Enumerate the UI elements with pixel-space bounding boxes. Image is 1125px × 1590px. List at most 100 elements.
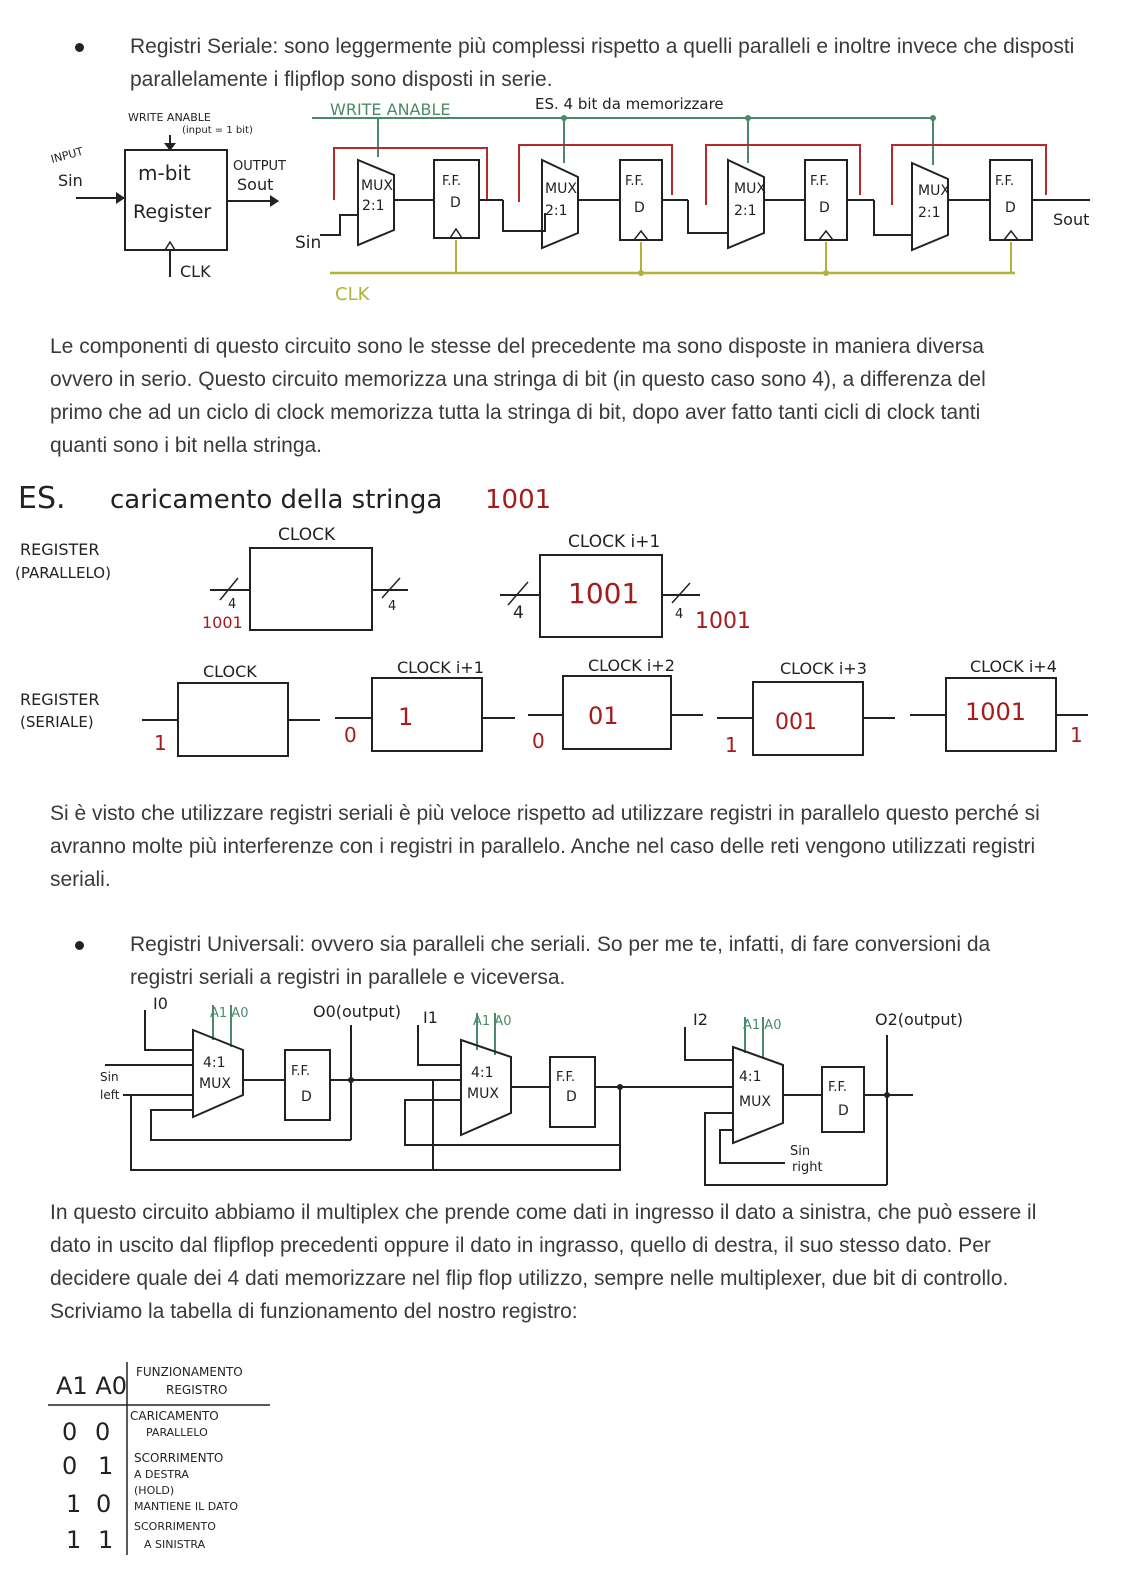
parallel-bus-width-1: 4: [228, 597, 236, 612]
example-heading-text: caricamento della stringa: [110, 485, 442, 515]
serial-step-3-content: 01: [588, 702, 619, 730]
uff-0-type: D: [301, 1089, 312, 1105]
output-label: OUTPUT: [233, 159, 286, 174]
table-row: 1 1 SCORRIMENTO A SINISTRA: [66, 1520, 216, 1554]
block-subtitle: Register: [133, 201, 211, 223]
serial-step-2-input: 0: [344, 723, 357, 747]
row-3-a0: 1: [98, 1526, 113, 1554]
chain-note: ES. 4 bit da memorizzare: [535, 95, 724, 113]
mux-1-label: MUX: [361, 178, 393, 194]
parallel-register-before: [249, 547, 373, 631]
serial-step-4-clock: CLOCK i+3: [780, 659, 867, 678]
mux-4-label: MUX: [918, 183, 950, 199]
serial-paragraph: Le componenti di questo circuito sono le…: [50, 335, 986, 457]
input-2-label: I2: [693, 1010, 708, 1029]
write-enable-note: (input = 1 bit): [182, 125, 253, 136]
mux-4-ratio: 2:1: [918, 205, 941, 221]
sin-left-1: Sin: [100, 1070, 119, 1084]
control-1-label: A1 A0: [473, 1014, 511, 1029]
serial-step-5: CLOCK i+4 1001 1: [910, 657, 1088, 752]
universal-paragraph: In questo circuito abbiamo il multiplex …: [50, 1201, 1037, 1323]
chain-sout: Sout: [1053, 210, 1089, 229]
table-header-function-1: FUNZIONAMENTO: [136, 1365, 243, 1379]
uff-2-label: F.F.: [828, 1080, 847, 1095]
serial-label-1: REGISTER: [20, 690, 100, 709]
parallel-clock-1: CLOCK: [278, 525, 336, 545]
universal-register-diagram: I0 A1 A0 4:1 MUX Sin left F.F. D O0(outp…: [100, 994, 963, 1186]
ff-4-label: F.F.: [995, 174, 1014, 189]
clk-label: CLK: [180, 262, 211, 281]
parallel-label-1: REGISTER: [20, 540, 100, 559]
parallel-input-value: 1001: [202, 613, 243, 632]
serial-step-3: CLOCK i+2 01 0: [528, 656, 703, 753]
example-heading-value: 1001: [485, 485, 551, 515]
ff-4-type: D: [1005, 200, 1016, 216]
serial-step-3-input: 0: [532, 729, 545, 753]
uff-1-type: D: [566, 1089, 577, 1105]
block-title: m-bit: [138, 161, 191, 185]
parallel-clock-2: CLOCK i+1: [568, 532, 660, 552]
mux-2-ratio: 2:1: [545, 203, 568, 219]
ff-1-type: D: [450, 195, 461, 211]
row-0-a1: 0: [62, 1418, 77, 1446]
chain-write-label: WRITE ANABLE: [330, 100, 450, 119]
parallel-output-value: 1001: [695, 609, 751, 634]
row-3-function-1: SCORRIMENTO: [134, 1520, 216, 1533]
parallel-stored-value: 1001: [568, 577, 639, 610]
parallel-label-2: (PARALLELO): [15, 564, 111, 582]
row-2-a0: 0: [96, 1490, 111, 1518]
row-1-function-1: SCORRIMENTO: [134, 1451, 223, 1465]
row-3-a1: 1: [66, 1526, 81, 1554]
bullet-serial: [75, 43, 84, 52]
row-0-function-2: PARALLELO: [146, 1426, 208, 1439]
sin-right-1: Sin: [790, 1144, 810, 1159]
table-row: 1 0 MANTIENE IL DATO: [66, 1490, 238, 1518]
sin-left-2: left: [100, 1088, 120, 1102]
input-signal: Sin: [58, 171, 83, 190]
output-signal: Sout: [237, 175, 273, 194]
serial-step-5-output: 1: [1070, 723, 1083, 747]
ff-3-label: F.F.: [810, 174, 829, 189]
example-heading: ES.: [18, 481, 66, 516]
mux-1-ratio: 2:1: [362, 198, 385, 214]
loading-example-diagram: ES. caricamento della stringa 1001 REGIS…: [15, 481, 1088, 757]
serial-bullet-text: Registri Seriale: sono leggermente più c…: [130, 35, 1075, 91]
ff-2-label: F.F.: [625, 174, 644, 189]
mux-2-ratio-u: 4:1: [739, 1069, 762, 1085]
chain-clk: CLK: [335, 284, 371, 305]
row-3-function-2: A SINISTRA: [144, 1538, 206, 1551]
sin-right-2: right: [792, 1160, 823, 1175]
mux-0-ratio: 4:1: [203, 1055, 226, 1071]
ff-3-type: D: [819, 200, 830, 216]
output-0-label: O0(output): [313, 1002, 401, 1021]
table-header-function-2: REGISTRO: [166, 1383, 228, 1397]
serial-step-4-input: 1: [725, 733, 738, 757]
input-label: INPUT: [49, 145, 84, 166]
uff-1-label: F.F.: [556, 1070, 575, 1085]
ff-1-label: F.F.: [442, 174, 461, 189]
serial-step-1-input: 1: [154, 731, 167, 755]
parallel-bus-width-3: 4: [513, 603, 524, 623]
serial-step-4-content: 001: [775, 710, 817, 735]
parallel-bus-width-4: 4: [675, 607, 683, 622]
table-row: 0 1 SCORRIMENTO A DESTRA (HOLD): [62, 1451, 223, 1497]
universal-bullet-text: Registri Universali: ovvero sia parallel…: [130, 933, 991, 989]
serial-step-4: CLOCK i+3 001 1: [717, 659, 895, 757]
speed-paragraph: Si è visto che utilizzare registri seria…: [50, 802, 1040, 891]
mux-2-label-u: MUX: [739, 1094, 771, 1110]
parallel-bus-width-2: 4: [388, 599, 396, 614]
table-row: 0 0 CARICAMENTO PARALLELO: [62, 1409, 219, 1446]
output-2-label: O2(output): [875, 1010, 963, 1029]
serial-label-2: (SERIALE): [20, 713, 94, 731]
serial-step-2: CLOCK i+1 1 0: [335, 658, 515, 752]
serial-step-5-content: 1001: [965, 698, 1026, 726]
row-1-function-3: (HOLD): [134, 1484, 174, 1497]
serial-step-1: CLOCK 1: [142, 662, 320, 757]
serial-step-3-clock: CLOCK i+2: [588, 656, 675, 675]
mux-2-label: MUX: [545, 181, 577, 197]
uff-0-label: F.F.: [291, 1064, 310, 1079]
row-1-function-2: A DESTRA: [134, 1468, 189, 1481]
mux-1-label-u: MUX: [467, 1086, 499, 1102]
table-header-control: A1 A0: [56, 1372, 127, 1400]
input-1-label: I1: [423, 1008, 438, 1027]
